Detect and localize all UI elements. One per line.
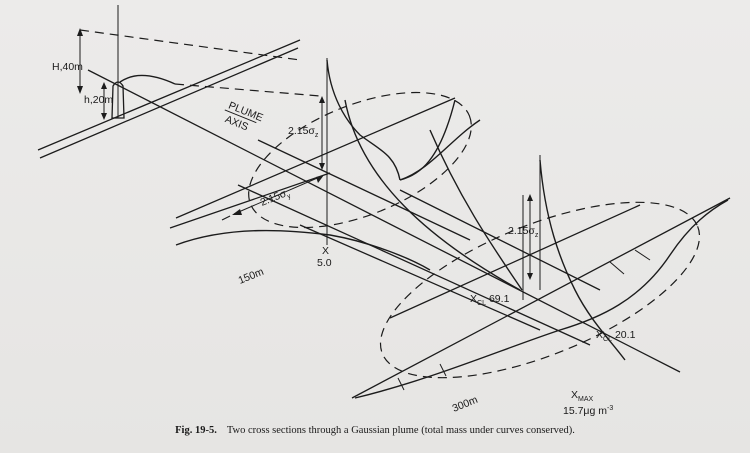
caption-text: Two cross sections through a Gaussian pl…	[226, 425, 575, 436]
x-label: X	[322, 245, 329, 257]
gaussian-plume-diagram: H,40m h,20m PLUME AXIS 2.15σz	[37, 5, 731, 417]
ground-grid	[37, 39, 731, 399]
plume-axis-label: PLUME AXIS	[223, 100, 264, 134]
physical-height-label: h,20m	[84, 94, 113, 106]
cross-section-150m: 2.15σz 2.15σy X 5.0 150m	[175, 58, 481, 287]
stack-group: H,40m h,20m	[52, 5, 321, 120]
distance-150m-label: 150m	[237, 266, 266, 287]
x-value: 5.0	[317, 257, 332, 269]
stack	[111, 81, 125, 119]
figure-number: Fig. 19-5.	[175, 425, 217, 436]
xmax-label: XMAX	[571, 389, 594, 403]
sigma-z-label-1: 2.15σz	[288, 125, 319, 139]
stack-height-label: H,40m	[52, 61, 83, 73]
sigma-z-label-2: 2.15σz	[508, 225, 539, 239]
distance-300m-label: 300m	[451, 394, 480, 415]
xmax-value: 15.7μg m-3	[563, 405, 613, 417]
figure-caption: Fig. 19-5. Two cross sections through a G…	[0, 425, 750, 436]
